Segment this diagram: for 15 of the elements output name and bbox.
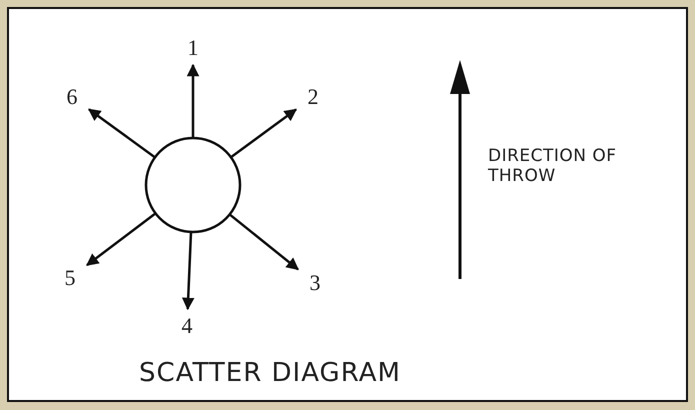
direction-label: DIRECTION OF THROW [488,146,618,187]
number-label: 6 [66,86,78,108]
number-label: 3 [310,272,320,294]
diagram-title: SCATTER DIAGRAM [138,358,402,388]
number-label: 2 [308,86,318,108]
arrow [186,64,200,138]
arrow [86,212,156,266]
number-label: 5 [64,267,76,289]
number-label: 1 [188,37,198,59]
arrow [88,108,156,158]
arrow [230,108,297,158]
arrow [228,213,299,270]
number-label: 4 [182,315,192,337]
arrow [182,232,194,310]
circle-shape [144,136,242,234]
